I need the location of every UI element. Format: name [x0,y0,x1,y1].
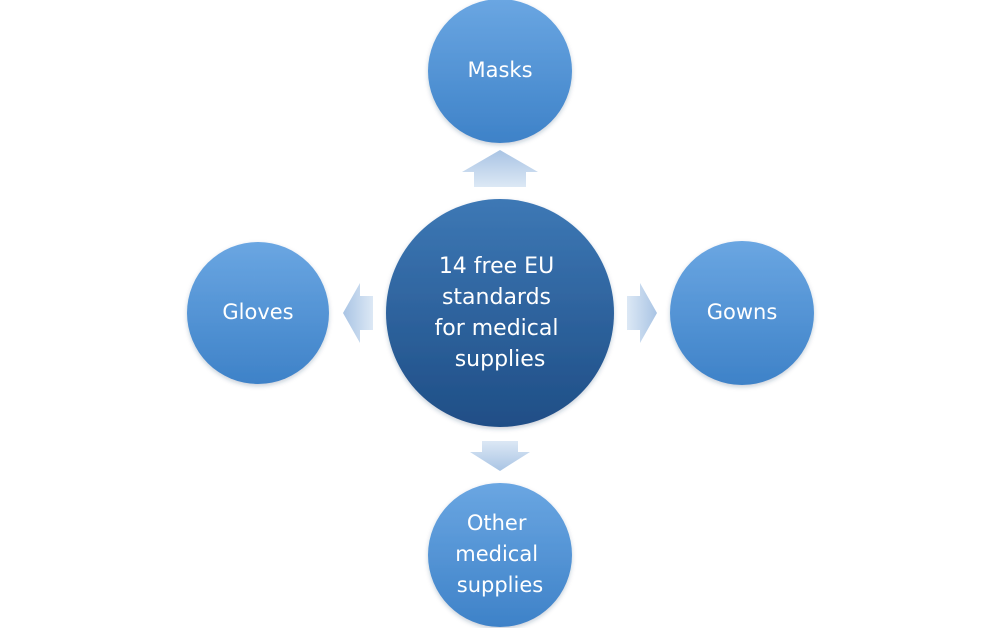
node-gloves-circle [187,242,329,384]
node-gowns-circle [670,241,814,385]
center-node-circle [386,199,614,427]
arrow-left-icon [343,283,373,343]
node-gowns: Gowns [670,241,814,385]
arrow-up-icon [462,150,538,187]
arrow-down-icon [470,441,530,471]
center-node-label: 14 free EU standards for medical supplie… [435,254,566,372]
node-other-medical-supplies-label: Other medical supplies [455,511,544,597]
node-gowns-label: Gowns [707,300,778,324]
node-other-medical-supplies-circle [428,483,572,627]
node-masks: Masks [428,0,572,143]
node-other-medical-supplies: Other medical supplies [428,483,572,627]
node-gloves-label: Gloves [222,300,293,324]
node-masks-label: Masks [467,58,532,82]
arrow-right-icon [627,283,657,343]
node-gloves: Gloves [187,242,329,384]
node-masks-circle [428,0,572,143]
center-node: 14 free EU standards for medical supplie… [386,199,614,427]
